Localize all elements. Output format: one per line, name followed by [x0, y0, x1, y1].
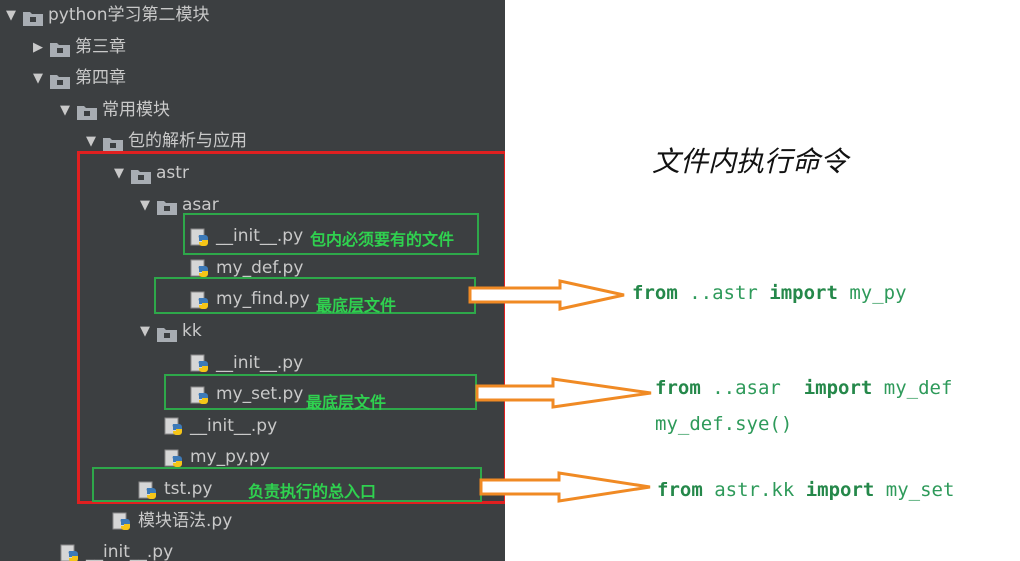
tree-item[interactable]: my_def.py [190, 253, 303, 284]
code-module: astr.kk [702, 479, 806, 501]
chevron-down-icon[interactable]: ▼ [33, 71, 43, 87]
astr-package-highlight [77, 151, 505, 504]
code-keyword: import [805, 479, 875, 501]
my-find-highlight [154, 277, 476, 314]
init-file-highlight [183, 213, 479, 255]
tree-item[interactable]: ▼ astr [114, 158, 189, 189]
folder-icon [76, 101, 98, 121]
folder-icon [49, 70, 71, 89]
folder-icon [49, 38, 71, 58]
tst-annotation: 负责执行的总入口 [248, 482, 377, 501]
code-keyword: from [632, 282, 678, 304]
tree-item-label: my_set.py [216, 384, 304, 405]
arrow-icon [479, 471, 651, 503]
folder-icon [130, 165, 152, 184]
tree-item-label: astr [156, 163, 189, 183]
python-file-icon [112, 512, 134, 531]
page-title: 文件内执行命令 [652, 145, 849, 178]
tree-item-label: 模块语法.py [138, 510, 233, 531]
tree-item-label: 常用模块 [102, 99, 170, 120]
code-keyword: from [657, 479, 703, 501]
chevron-down-icon[interactable]: ▼ [60, 102, 70, 118]
python-file-icon [190, 291, 212, 309]
arrow-icon [468, 279, 625, 311]
python-file-icon [190, 259, 212, 278]
chevron-down-icon[interactable]: ▼ [86, 134, 96, 150]
tree-item[interactable]: ▼ 常用模块 [60, 95, 170, 126]
tree-item[interactable]: my_find.py [190, 284, 310, 315]
tree-item[interactable]: __init__.py [190, 348, 303, 379]
code-name: my_py [837, 282, 907, 304]
tree-item[interactable]: ▼ 包的解析与应用 [86, 126, 247, 157]
tree-item-label: my_find.py [216, 289, 310, 310]
python-file-icon [138, 481, 160, 499]
tree-item[interactable]: 模块语法.py [112, 506, 232, 537]
code-name: my_set [874, 479, 955, 501]
tree-item[interactable]: ▼ kk [140, 316, 202, 347]
chevron-right-icon[interactable]: ▶ [33, 39, 43, 55]
code-keyword: from [655, 377, 701, 399]
python-file-icon [190, 228, 212, 246]
code-line-3: my_def.sye() [655, 413, 793, 435]
chevron-down-icon[interactable]: ▼ [114, 166, 124, 181]
tree-item-label: __init__.py [216, 352, 304, 373]
tree-item-label: my_py.py [190, 447, 270, 468]
python-file-icon [60, 544, 82, 561]
folder-icon [102, 133, 124, 152]
code-line-1: from ..astr import my_py [632, 282, 907, 304]
tree-item[interactable]: ▼ python学习第二模块 [6, 0, 209, 31]
code-name: my_def [872, 377, 953, 399]
tree-item[interactable]: __init__.py [60, 537, 173, 561]
tree-item-label: 第三章 [75, 36, 126, 57]
chevron-down-icon[interactable]: ▼ [140, 197, 150, 213]
tree-item-label: __init__.py [86, 542, 174, 561]
tree-item[interactable]: ▶ 第三章 [33, 32, 126, 63]
my-set-annotation: 最底层文件 [306, 393, 387, 412]
project-tree-panel: ▼python学习第二模块▶第三章▼第四章▼常用模块▼包的解析与应用▼astr▼… [0, 0, 505, 561]
tree-item-label: kk [182, 321, 202, 341]
tree-item[interactable]: __init__.py [164, 411, 277, 442]
code-module: ..astr [677, 282, 770, 304]
code-line-4: from astr.kk import my_set [657, 479, 954, 501]
folder-icon [22, 7, 44, 26]
tree-item[interactable]: __init__.py [190, 221, 303, 252]
arrow-icon [475, 377, 652, 409]
code-keyword: import [769, 282, 838, 304]
tree-item[interactable]: ▼ 第四章 [33, 63, 126, 94]
tree-item[interactable]: ▼ asar [140, 190, 219, 221]
init-annotation: 包内必须要有的文件 [310, 230, 455, 249]
code-module: ..asar [700, 377, 804, 399]
python-file-icon [164, 449, 186, 467]
tree-item-label: asar [182, 194, 219, 215]
folder-icon [156, 196, 178, 216]
code-keyword: import [803, 377, 873, 399]
tree-item-label: my_def.py [216, 257, 304, 278]
tree-item[interactable]: my_set.py [190, 379, 303, 410]
folder-icon [156, 323, 178, 342]
code-line-2: from ..asar import my_def [655, 377, 952, 399]
chevron-down-icon[interactable]: ▼ [6, 8, 16, 23]
tree-item-label: __init__.py [190, 415, 278, 436]
chevron-down-icon[interactable]: ▼ [140, 324, 150, 339]
tree-item-label: __init__.py [216, 226, 304, 247]
my-find-annotation: 最底层文件 [316, 296, 397, 315]
tree-item-label: python学习第二模块 [48, 5, 210, 25]
tree-item[interactable]: my_py.py [164, 442, 270, 473]
tree-item[interactable]: tst.py [138, 474, 212, 505]
tree-item-label: 包的解析与应用 [128, 131, 247, 152]
python-file-icon [164, 417, 186, 436]
python-file-icon [190, 354, 212, 373]
tree-item-label: tst.py [164, 479, 213, 499]
python-file-icon [190, 386, 212, 404]
tree-item-label: 第四章 [75, 68, 126, 89]
